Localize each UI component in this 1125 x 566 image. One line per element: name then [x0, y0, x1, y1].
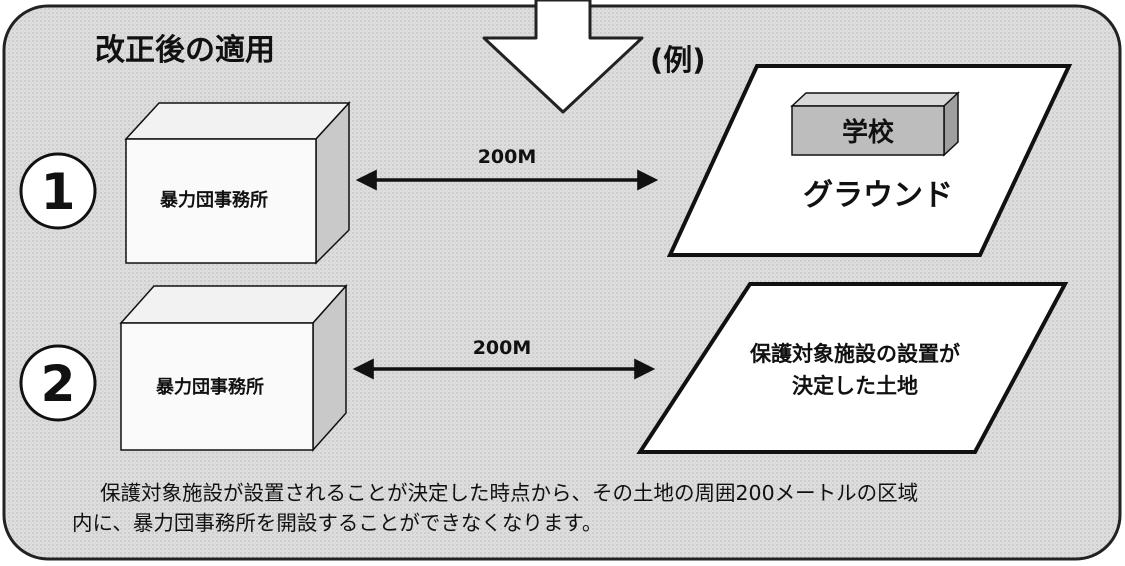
case-1: 1 暴力団事務所 200M 学校 グラウンド	[19, 64, 1073, 265]
note-line-1: 保護対象施設が設置されることが決定した時点から、その土地の周囲200メートルの区…	[100, 481, 918, 505]
case-1-ground-label: グラウンド	[803, 178, 953, 213]
case-2-distance-label: 200M	[473, 337, 532, 359]
case-2-land-line2: 決定した土地	[792, 374, 918, 398]
case-1-office-box	[124, 101, 351, 265]
case-2-office-label: 暴力団事務所	[156, 376, 264, 398]
case-2-land-line1: 保護対象施設の設置が	[749, 342, 960, 366]
case-2-office-box	[119, 284, 348, 452]
case-2-number-badge	[19, 344, 97, 422]
panel-title: 改正後の適用	[95, 33, 275, 68]
case-1-number: 1	[41, 163, 76, 221]
case-1-distance-label: 200M	[478, 146, 537, 168]
case-1-ground	[666, 64, 1073, 257]
case-2-land	[636, 282, 1069, 454]
case-1-school-box	[790, 91, 960, 157]
case-2-number: 2	[41, 355, 76, 413]
note-line-2: 内に、暴力団事務所を開設することができなくなります。	[72, 511, 602, 535]
case-1-office-label: 暴力団事務所	[160, 189, 268, 211]
down-arrow-icon	[482, 0, 644, 114]
case-1-school-label: 学校	[842, 117, 895, 148]
example-label: (例)	[650, 43, 706, 77]
case-1-number-badge	[19, 152, 97, 230]
case-2: 2 暴力団事務所 200M 保護対象施設の設置が 決定した土地	[19, 282, 1069, 454]
